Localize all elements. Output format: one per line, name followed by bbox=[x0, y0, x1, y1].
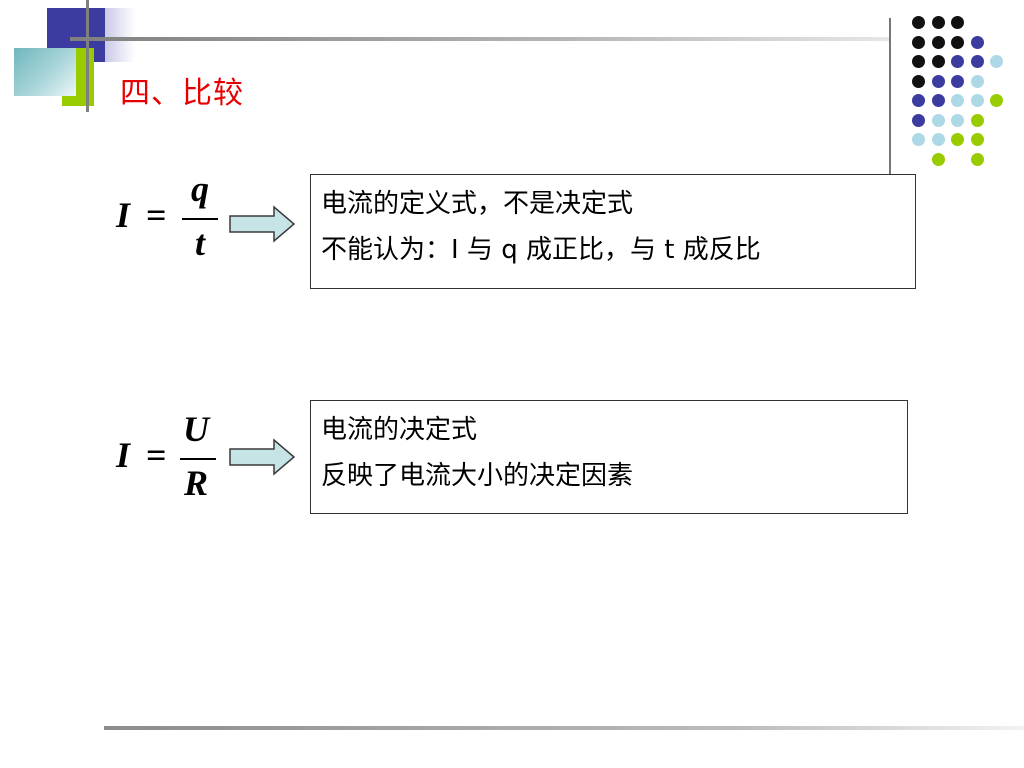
decor-dot bbox=[951, 74, 964, 88]
fraction-bar bbox=[180, 458, 216, 460]
formula-denominator: R bbox=[183, 463, 208, 503]
decor-dot bbox=[912, 94, 925, 107]
determinant-note-box: 电流的决定式 反映了电流大小的决定因素 bbox=[310, 400, 908, 514]
decor-dot bbox=[951, 94, 964, 107]
decor-dot bbox=[931, 133, 945, 146]
decor-dot bbox=[970, 113, 984, 127]
note-line: 电流的定义式，不是决定式 bbox=[321, 189, 634, 219]
decor-vertical-line-right bbox=[889, 18, 891, 186]
note-line: 不能认为：I 与 q 成正比，与 t 成反比 bbox=[321, 235, 761, 265]
decor-dot bbox=[912, 16, 925, 29]
decor-dot bbox=[951, 16, 964, 29]
decor-dot bbox=[912, 74, 925, 88]
decor-dot bbox=[931, 55, 945, 68]
decor-teal-square bbox=[14, 48, 76, 96]
formula-denominator: t bbox=[194, 223, 205, 263]
decor-dot bbox=[970, 133, 984, 146]
decor-dot bbox=[951, 35, 964, 49]
decor-dot bbox=[931, 94, 945, 107]
decor-dot bbox=[931, 35, 945, 49]
decor-dot bbox=[931, 16, 945, 29]
definition-note-box: 电流的定义式，不是决定式 不能认为：I 与 q 成正比，与 t 成反比 bbox=[310, 174, 916, 289]
decor-dot bbox=[912, 35, 925, 49]
decor-fade bbox=[105, 8, 135, 62]
formula-numerator: U bbox=[183, 409, 209, 449]
bottom-divider bbox=[104, 726, 1024, 730]
formula-equals: = bbox=[146, 435, 167, 475]
formula-definition: I = q t bbox=[112, 169, 222, 272]
slide-title: 四、比较 bbox=[120, 76, 244, 111]
decor-dot bbox=[951, 133, 964, 146]
decor-dot bbox=[931, 152, 945, 166]
right-arrow-icon bbox=[229, 205, 296, 243]
decor-dot-grid bbox=[912, 16, 1003, 166]
decor-dot bbox=[931, 74, 945, 88]
decor-dot bbox=[970, 74, 984, 88]
decor-dot bbox=[931, 113, 945, 127]
decor-dot bbox=[990, 55, 1003, 68]
decor-dot bbox=[970, 152, 984, 166]
decor-dot bbox=[912, 55, 925, 68]
formula-lhs: I bbox=[116, 195, 131, 235]
decor-dot bbox=[912, 133, 925, 146]
note-line: 电流的决定式 bbox=[321, 415, 478, 445]
decor-dot bbox=[951, 113, 964, 127]
decor-dot bbox=[970, 55, 984, 68]
decor-dot bbox=[951, 55, 964, 68]
decor-vertical-line-left bbox=[86, 0, 89, 112]
right-arrow-icon bbox=[229, 438, 296, 476]
decor-dot bbox=[912, 113, 925, 127]
decor-dot bbox=[990, 94, 1003, 107]
formula-numerator: q bbox=[191, 169, 209, 209]
top-divider bbox=[70, 37, 890, 41]
formula-equals: = bbox=[146, 195, 167, 235]
note-line: 反映了电流大小的决定因素 bbox=[321, 461, 634, 491]
decor-dot bbox=[970, 35, 984, 49]
fraction-bar bbox=[182, 218, 218, 220]
formula-lhs: I bbox=[116, 435, 131, 475]
decor-dot bbox=[970, 94, 984, 107]
formula-ohm: I = U R bbox=[112, 408, 222, 508]
